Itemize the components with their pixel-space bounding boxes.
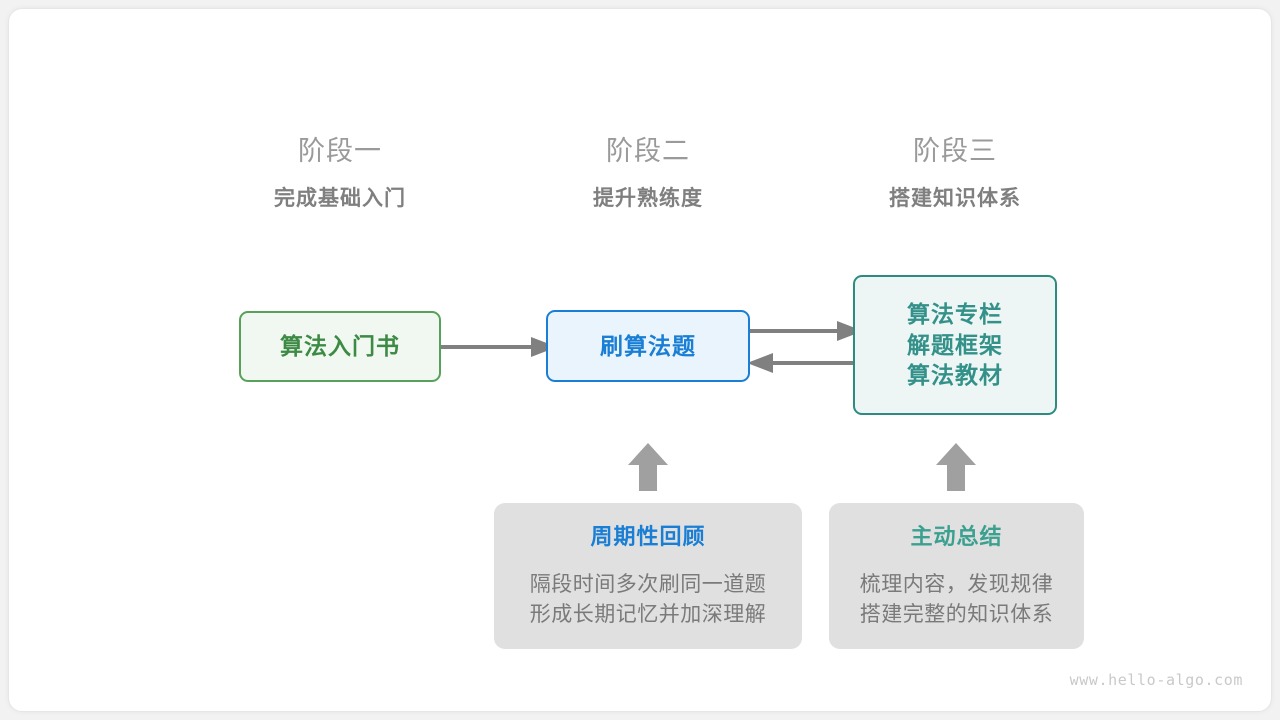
stage-subtitle-1: 完成基础入门 bbox=[274, 187, 406, 210]
tip-body-active-summary: 梳理内容，发现规律 搭建完整的知识体系 bbox=[860, 570, 1054, 630]
node-resources-line-2: 解题框架 bbox=[907, 331, 1003, 358]
connector-resources-to-practice bbox=[747, 353, 863, 373]
node-resources-line-3: 算法教材 bbox=[907, 362, 1003, 389]
node-intro-book-label: 算法入门书 bbox=[280, 333, 400, 360]
tip-body-line-2: 搭建完整的知识体系 bbox=[859, 602, 1054, 626]
stage-subtitle-3: 搭建知识体系 bbox=[889, 187, 1021, 210]
tip-title-periodic-review: 周期性回顾 bbox=[590, 524, 706, 549]
stage-header-1: 阶段一 完成基础入门 bbox=[210, 136, 470, 210]
site-watermark: www.hello-algo.com bbox=[1069, 671, 1243, 689]
stage-title-1: 阶段一 bbox=[298, 136, 382, 166]
stage-header-2: 阶段二 提升熟练度 bbox=[518, 136, 778, 210]
node-learning-resources[interactable]: 算法专栏 解题框架 算法教材 bbox=[853, 275, 1057, 415]
tip-body-line-2: 形成长期记忆并加深理解 bbox=[529, 602, 767, 626]
connector-book-to-practice bbox=[433, 337, 557, 357]
node-resources-line-1: 算法专栏 bbox=[907, 301, 1003, 328]
stage-title-3: 阶段三 bbox=[913, 136, 997, 166]
connector-practice-to-resources bbox=[745, 321, 863, 341]
stage-title-2: 阶段二 bbox=[606, 136, 690, 166]
node-intro-book[interactable]: 算法入门书 bbox=[239, 311, 441, 382]
diagram-card: 阶段一 完成基础入门 阶段二 提升熟练度 阶段三 搭建知识体系 bbox=[8, 8, 1272, 712]
tip-body-line-1: 隔段时间多次刷同一道题 bbox=[529, 573, 767, 596]
tip-title-active-summary: 主动总结 bbox=[910, 524, 1003, 549]
block-arrow-summary-to-resources bbox=[936, 443, 976, 491]
block-arrow-review-to-practice bbox=[628, 443, 668, 491]
tip-card-periodic-review[interactable]: 周期性回顾 隔段时间多次刷同一道题 形成长期记忆并加深理解 bbox=[494, 503, 802, 649]
stage-header-3: 阶段三 搭建知识体系 bbox=[825, 136, 1085, 210]
stage-subtitle-2: 提升熟练度 bbox=[593, 187, 703, 210]
node-practice-problems-label: 刷算法题 bbox=[600, 332, 696, 359]
tip-body-line-1: 梳理内容，发现规律 bbox=[859, 573, 1054, 596]
tip-body-periodic-review: 隔段时间多次刷同一道题 形成长期记忆并加深理解 bbox=[530, 570, 767, 630]
tip-card-active-summary[interactable]: 主动总结 梳理内容，发现规律 搭建完整的知识体系 bbox=[829, 503, 1084, 649]
node-practice-problems[interactable]: 刷算法题 bbox=[546, 310, 750, 382]
